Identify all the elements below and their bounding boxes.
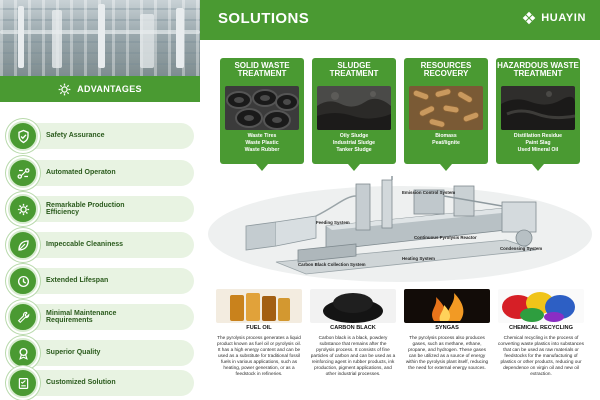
plant-label-carbon: Carbon Black Collection System [298, 262, 366, 267]
product-description: The pyrolysis process also produces gase… [405, 335, 489, 371]
product-syngas: SYNGAS The pyrolysis process also produc… [404, 289, 490, 371]
product-chemical-recycling: CHEMICAL RECYCLING Chemical recycling is… [498, 289, 584, 377]
advantage-label: Customized Solution [46, 379, 116, 387]
gear-icon [58, 83, 71, 95]
solutions-panel: SOLUTIONS HUAYIN SOLID WASTE TREATMENT W… [200, 0, 600, 400]
solution-card-items: Waste Tires Waste Plastic Waste Rubber [244, 133, 280, 153]
pipe-shape [98, 4, 105, 68]
gear-efficiency-icon [8, 194, 38, 224]
advantage-label: Safety Assurance [46, 132, 105, 140]
wrench-icon [8, 302, 38, 332]
solution-card-items: Biomass Peat/lignite [432, 133, 460, 146]
fuel-oil-image [216, 289, 302, 323]
solution-card-title: HAZARDOUS WASTE TREATMENT [497, 61, 579, 79]
plant-label-emission: Emission Control System [402, 190, 456, 195]
advantage-item-automated: Automated Operaton [8, 158, 194, 188]
advantage-item-quality: Superior Quality [8, 338, 194, 368]
solutions-header: SOLUTIONS HUAYIN [200, 0, 600, 40]
logo-text: HUAYIN [541, 12, 586, 24]
advantages-title: ADVANTAGES [77, 84, 142, 94]
solution-card-hazardous: HAZARDOUS WASTE TREATMENT Distillation R… [496, 58, 580, 164]
biomass-image [409, 86, 483, 130]
solution-card-solid-waste: SOLID WASTE TREATMENT Waste Tires Waste … [220, 58, 304, 164]
carbon-black-image [310, 289, 396, 323]
quality-badge-icon [8, 338, 38, 368]
plastic-pellets-image [498, 289, 584, 323]
advantage-item-lifespan: Extended Lifespan [8, 266, 194, 296]
sludge-image [317, 86, 391, 130]
automation-icon [8, 158, 38, 188]
solution-card-items: Oily Sludge Industrial Sludge Tanker Slu… [332, 133, 376, 153]
plant-label-condensing: Condensing System [500, 246, 543, 251]
product-fuel-oil: FUEL OIL The pyrolysis process generates… [216, 289, 302, 377]
product-description: Carbon black is a black, powdery substan… [310, 335, 396, 377]
advantage-item-cleanliness: Impeccable Cleaniness [8, 230, 194, 260]
solution-card-title: SOLID WASTE TREATMENT [234, 61, 290, 79]
advantages-panel: ADVANTAGES Safety Assurance Automated Op… [0, 0, 200, 400]
advantage-label: Automated Operaton [46, 169, 116, 177]
product-description: The pyrolysis process generates a liquid… [217, 335, 301, 377]
leaf-icon [8, 230, 38, 260]
factory-photo [0, 0, 200, 76]
down-arrow-icon [440, 164, 452, 171]
down-arrow-icon [256, 164, 268, 171]
hazardous-waste-image [501, 86, 575, 130]
product-tag: CHEMICAL RECYCLING [498, 323, 584, 333]
pipe-shape [0, 30, 200, 34]
advantage-item-safety: Safety Assurance [8, 121, 194, 151]
syngas-flame-image [404, 289, 490, 323]
product-tag: CARBON BLACK [310, 323, 396, 333]
advantage-item-efficiency: Remarkable Production Efficiency [8, 194, 194, 224]
tires-image [225, 86, 299, 130]
solution-card-title: RESOURCES RECOVERY [420, 61, 472, 79]
solutions-title: SOLUTIONS [218, 10, 310, 27]
pipe-shape [140, 14, 154, 68]
pipe-shape [18, 6, 24, 68]
advantages-header: ADVANTAGES [0, 76, 200, 102]
advantage-label: Superior Quality [46, 349, 101, 357]
brand-logo: HUAYIN [522, 11, 586, 25]
huayin-logo-icon [522, 11, 536, 25]
shield-check-icon [8, 121, 38, 151]
checklist-icon [8, 368, 38, 398]
product-tag: SYNGAS [404, 323, 490, 333]
advantage-label: Minimal Maintenance Requirements [46, 309, 117, 324]
pipe-shape [52, 10, 62, 68]
solution-card-resources: RESOURCES RECOVERY Biomass Peat/lignite [404, 58, 488, 164]
advantage-item-maintenance: Minimal Maintenance Requirements [8, 302, 194, 332]
down-arrow-icon [532, 164, 544, 171]
product-carbon-black: CARBON BLACK Carbon black is a black, po… [310, 289, 396, 377]
product-tag: FUEL OIL [216, 323, 302, 333]
advantage-item-customized: Customized Solution [8, 368, 194, 398]
pipe-shape [176, 8, 184, 68]
plant-label-heating: Heating System [402, 256, 435, 261]
solution-card-items: Distillation Residue Paint Slag Used Min… [513, 133, 563, 153]
pyrolysis-plant-diagram: Emission Control System Feeding System C… [206, 174, 594, 284]
advantage-label: Extended Lifespan [46, 277, 109, 285]
down-arrow-icon [348, 164, 360, 171]
plant-label-reactor: Continuous Pyrolysis Reactor [414, 235, 477, 240]
solution-card-sludge: SLUDGE TREATMENT Oily Sludge Industrial … [312, 58, 396, 164]
pyrolysis-plant-illustration [208, 174, 592, 282]
product-description: Chemical recycling is the process of con… [498, 335, 584, 377]
advantage-label: Remarkable Production Efficiency [46, 201, 125, 216]
plant-label-feeding: Feeding System [316, 220, 350, 225]
solution-card-title: SLUDGE TREATMENT [329, 61, 379, 79]
advantage-label: Impeccable Cleaniness [46, 241, 124, 249]
clock-icon [8, 266, 38, 296]
